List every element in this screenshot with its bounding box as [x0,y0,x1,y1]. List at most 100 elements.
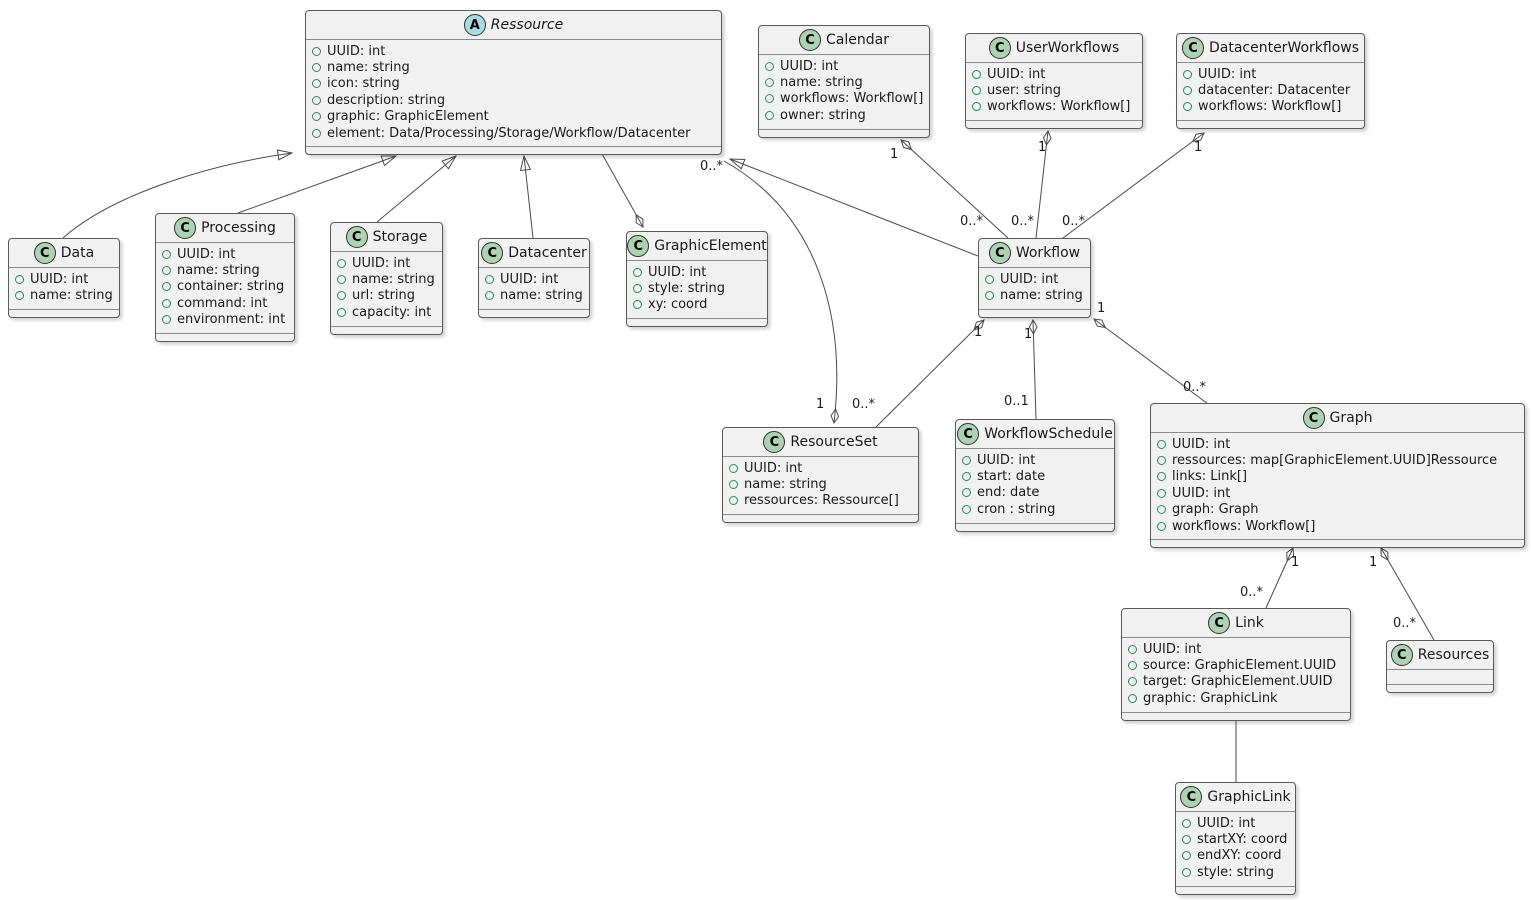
field-visibility-icon [633,284,642,294]
attribute-text: end: date [977,485,1040,501]
field-visibility-icon [1183,102,1192,112]
class-circle-icon: C [1181,37,1204,59]
edge-aggregation-workflow-graph [1094,319,1209,405]
attribute-text: UUID: int [744,460,803,476]
methods-compartment [759,128,929,137]
attribute-row: UUID: int [1128,641,1342,657]
attribute-row: end: date [962,485,1106,501]
field-visibility-icon [1182,867,1191,877]
class-name: Calendar [826,32,889,48]
attribute-row: UUID: int [1157,436,1516,452]
attribute-row: ressources: Ressource[] [729,493,910,509]
attribute-text: cron : string [977,501,1056,517]
methods-compartment [306,146,721,154]
attribute-text: xy: coord [648,297,708,313]
class-circle-icon: C [1208,612,1231,634]
edge-aggregation-userworkflows-workflow [1035,131,1048,239]
attribute-text: style: string [1197,864,1275,880]
methods-compartment [956,522,1114,531]
attribute-row: UUID: int [962,452,1106,468]
field-visibility-icon [765,61,774,71]
attribute-row: element: Data/Processing/Storage/Workflo… [312,125,713,141]
attribute-text: style: string [648,281,726,297]
attribute-text: user: string [987,83,1061,99]
attribute-text: UUID: int [1197,815,1256,831]
field-visibility-icon [312,95,321,105]
field-visibility-icon [1157,456,1166,466]
field-visibility-icon [485,274,494,284]
attribute-row: name: string [337,271,435,288]
multiplicity-label: 0..* [852,397,876,412]
attribute-text: owner: string [780,107,866,123]
attribute-row: workflows: Workflow[] [972,99,1134,115]
attribute-row: source: GraphicElement.UUID [1128,657,1342,673]
edge-generalization-processing-ressource [237,156,396,214]
attribute-text: graphic: GraphicElement [327,109,489,125]
attribute-row: workflows: Workflow[] [765,91,924,107]
attribute-row: graph: Graph [1157,502,1516,518]
field-visibility-icon [312,128,321,138]
attribute-text: UUID: int [648,264,707,280]
attribute-row: name: string [312,59,713,75]
multiplicity-label: 1 [1024,327,1033,342]
multiplicity-label: 1 [1097,301,1106,316]
field-visibility-icon [1128,644,1137,654]
class-name: UserWorkflows [1015,40,1120,56]
attribute-text: graph: Graph [1172,502,1259,518]
methods-compartment [479,308,589,317]
class-circle-icon: C [957,423,980,445]
field-visibility-icon [765,78,774,88]
field-visibility-icon [312,79,321,89]
attribute-row: UUID: int [729,460,910,476]
attribute-text: workflows: Workflow[] [987,99,1131,115]
field-visibility-icon [962,472,971,482]
attribute-row: start: date [962,468,1106,484]
edge-aggregation-workflow-resourceset [875,320,984,428]
methods-compartment [331,325,442,334]
attribute-text: workflows: Workflow[] [780,91,924,107]
field-visibility-icon [765,94,774,104]
attribute-row: UUID: int [312,43,713,59]
attribute-text: capacity: int [352,304,432,320]
attribute-text: element: Data/Processing/Storage/Workflo… [327,125,691,141]
field-visibility-icon [15,274,24,284]
methods-compartment [1151,539,1524,547]
attribute-row: name: string [485,287,583,303]
attribute-row: UUID: int [15,271,111,287]
field-visibility-icon [1128,693,1137,703]
attribute-row: style: string [633,280,759,296]
edge-aggregation-datacenterworkflows-workflow [1062,133,1204,239]
attribute-text: name: string [352,272,435,288]
attribute-text: links: Link[] [1172,469,1248,485]
attribute-text: startXY: coord [1197,832,1288,848]
attribute-text: name: string [30,288,113,304]
attribute-row: workflows: Workflow[] [1157,518,1516,534]
class-circle-icon: C [345,226,368,248]
class-name: Processing [201,220,276,236]
attribute-row: ressources: map[GraphicElement.UUID]Ress… [1157,452,1516,468]
abstract-circle-icon: A [463,14,486,36]
field-visibility-icon [162,315,171,325]
